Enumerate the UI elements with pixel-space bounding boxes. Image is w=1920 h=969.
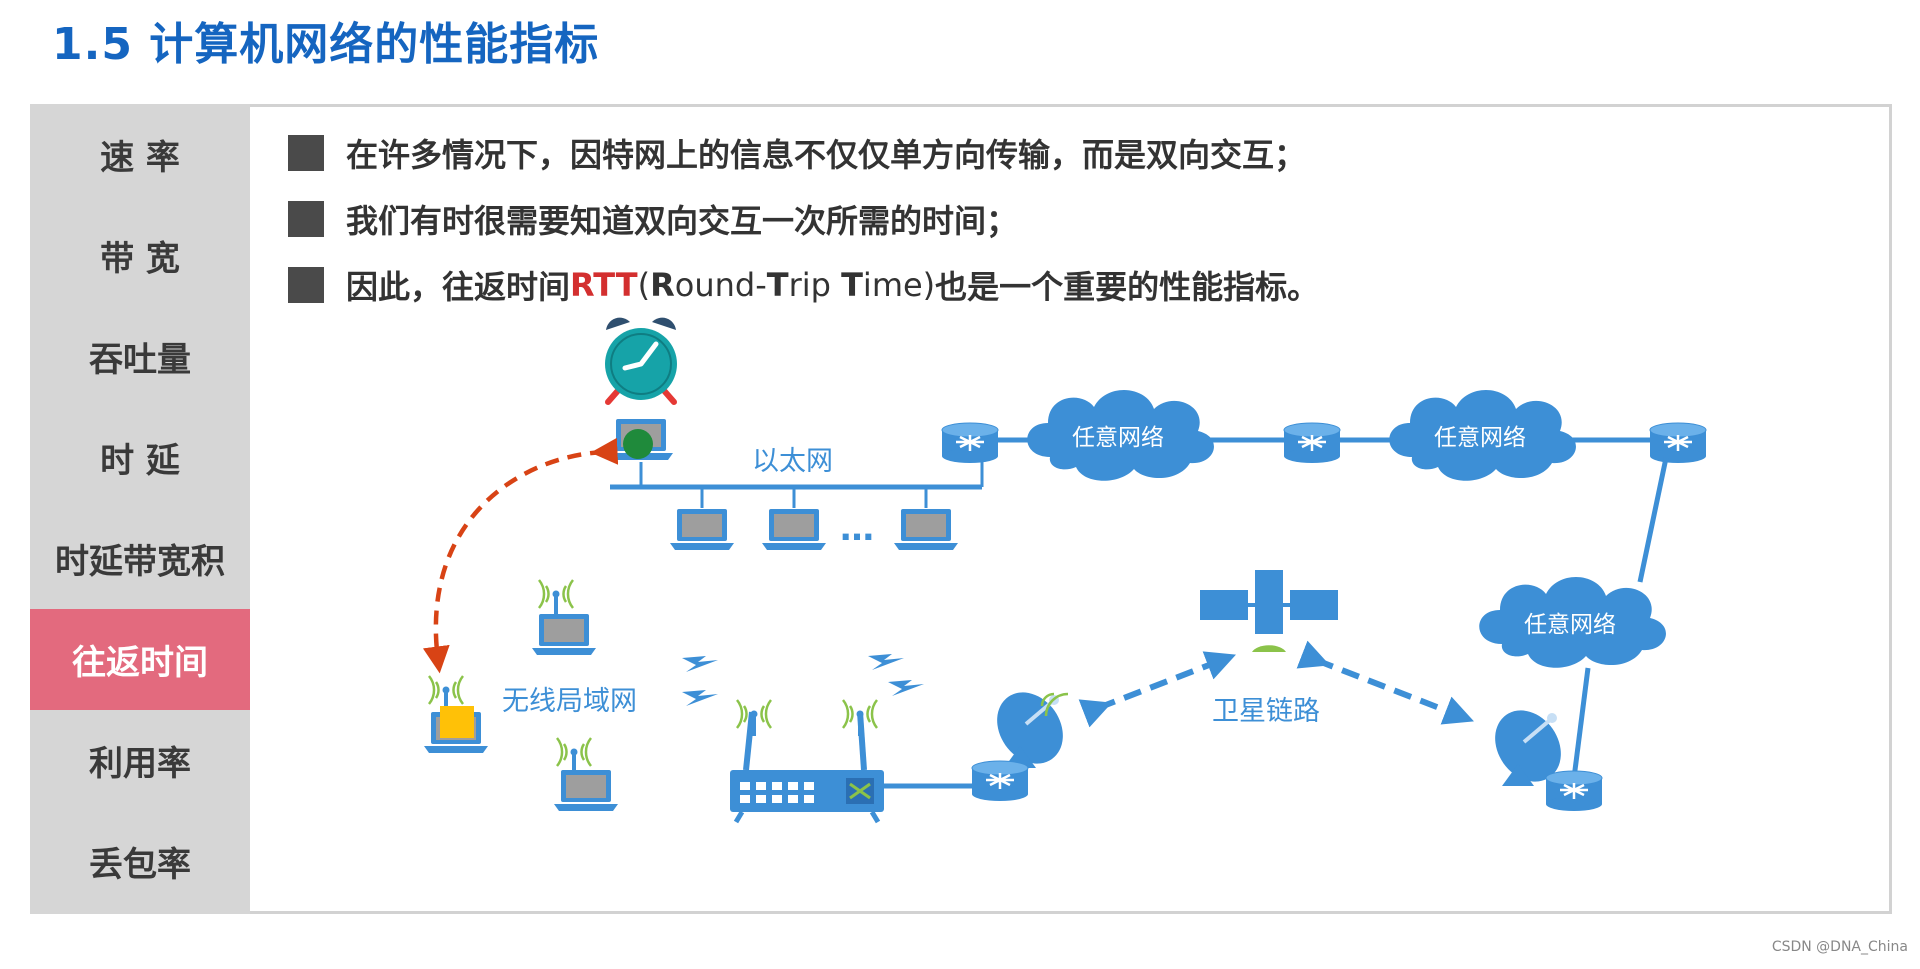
wireless-laptop-icon [554, 736, 618, 811]
router-icon [940, 421, 1000, 465]
sidebar-item-bandwidth[interactable]: 带 宽 [100, 239, 180, 279]
alarm-clock-icon [605, 317, 677, 405]
router-icon [1648, 421, 1708, 465]
ethernet-host-laptop-icon [609, 419, 673, 460]
router-icon [970, 759, 1030, 803]
wireless-access-point-icon [730, 711, 884, 824]
sidebar: 速 率 带 宽 吞吐量 时 延 时延带宽积 往返时间 利用率 丢包率 [30, 104, 250, 914]
ethernet-laptop-icon [670, 509, 734, 550]
ethernet-label: 以太网 [752, 446, 833, 477]
wireless-signal-icon [682, 690, 718, 706]
watermark: CSDN @DNA_China [1771, 939, 1908, 955]
router-icon [1282, 421, 1342, 465]
sidebar-item-round-trip-time[interactable]: 往返时间 [30, 609, 250, 710]
wireless-laptop-yellow-icon [424, 674, 488, 753]
round-trip-arrow [422, 437, 619, 674]
wlan-label: 无线局域网 [502, 686, 637, 717]
sidebar-item-utilization[interactable]: 利用率 [89, 744, 191, 784]
cloud-label: 任意网络 [1072, 425, 1164, 451]
bullet-item: 在许多情况下，因特网上的信息不仅仅单方向传输，而是双向交互； [288, 120, 1319, 186]
sidebar-item-rate[interactable]: 速 率 [100, 138, 180, 178]
cloud-label: 任意网络 [1434, 425, 1526, 451]
router-icon [1544, 769, 1604, 813]
satellite-icon [1200, 570, 1338, 652]
rtt-expansion: (Round-Trip Time) [637, 266, 936, 304]
square-bullet-icon [288, 201, 324, 237]
bullet-text: 在许多情况下，因特网上的信息不仅仅单方向传输，而是双向交互； [346, 136, 1307, 174]
bullet-list: 在许多情况下，因特网上的信息不仅仅单方向传输，而是双向交互； 我们有时很需要知道… [288, 120, 1319, 318]
square-bullet-icon [288, 135, 324, 171]
square-bullet-icon [288, 267, 324, 303]
bullet-text-suffix: 也是一个重要的性能指标。 [935, 268, 1320, 306]
wireless-signal-icon [868, 654, 904, 670]
wireless-laptop-icon [532, 578, 596, 655]
bullet-item: 我们有时很需要知道双向交互一次所需的时间； [288, 186, 1319, 252]
sidebar-item-throughput[interactable]: 吞吐量 [89, 340, 191, 380]
satellite-link-left [1078, 651, 1236, 728]
page-title: 1.5 计算机网络的性能指标 [52, 19, 600, 70]
sidebar-item-packet-loss[interactable]: 丢包率 [89, 845, 191, 885]
bullet-text: 我们有时很需要知道双向交互一次所需的时间； [346, 202, 1019, 240]
satellite-link-label: 卫星链路 [1212, 696, 1320, 727]
ethernet-laptop-icon [894, 509, 958, 550]
ethernet-laptop-icon [762, 509, 826, 550]
rtt-highlight: RTT [570, 266, 638, 304]
ellipsis-label: … [840, 509, 874, 549]
satellite-link-right [1296, 640, 1474, 725]
sidebar-item-delay-bandwidth-product[interactable]: 时延带宽积 [55, 542, 225, 582]
bullet-text-prefix: 因此，往返时间 [346, 268, 571, 306]
wireless-signal-icon [888, 680, 924, 696]
wireless-signal-icon [682, 656, 718, 672]
cloud-label: 任意网络 [1524, 612, 1616, 638]
sidebar-item-delay[interactable]: 时 延 [100, 441, 180, 481]
